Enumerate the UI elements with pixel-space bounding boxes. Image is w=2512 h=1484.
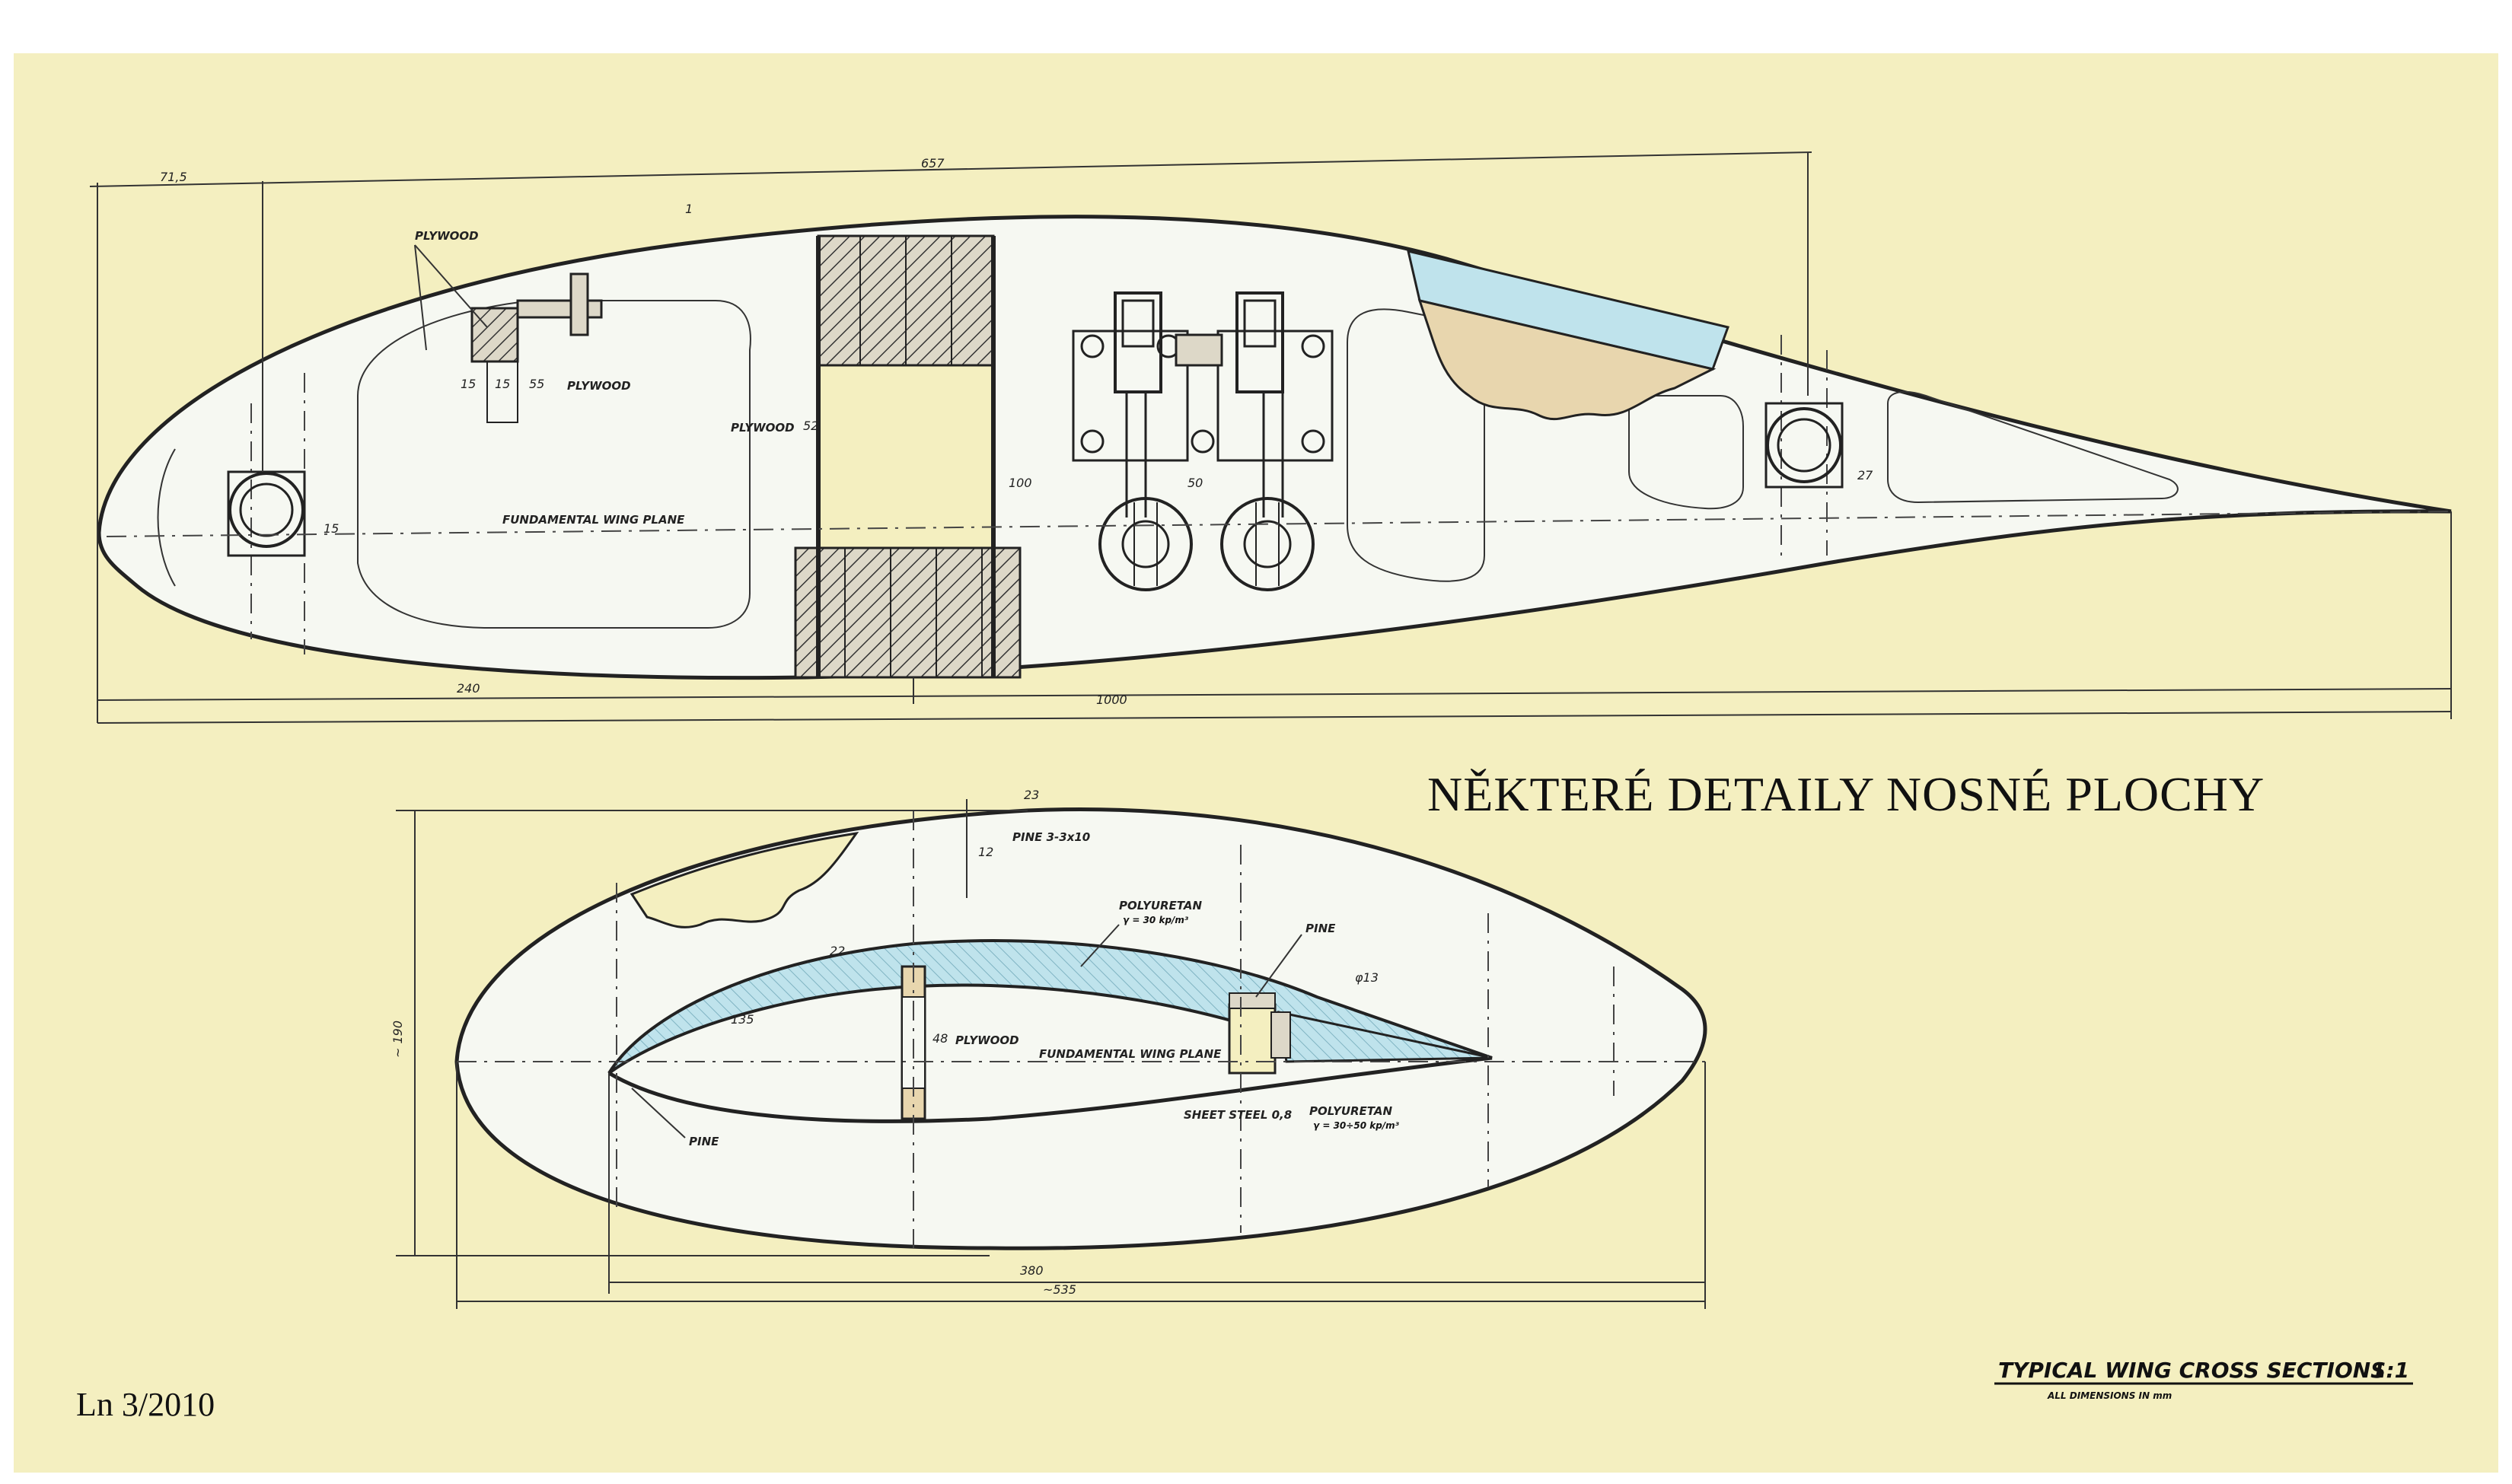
lightening-hole-right [1628, 395, 1744, 510]
dim-71-5: 71,5 [160, 170, 187, 184]
caption-block: TYPICAL WING CROSS SECTIONS 1:1 ALL DIME… [1994, 1358, 2413, 1401]
wing-fitting-left [1072, 291, 1193, 591]
dim-657: 657 [921, 156, 945, 170]
inner-foam-band [607, 939, 1493, 1075]
label-plywood-spar: PLYWOOD [731, 421, 795, 435]
dim-190: ~ 190 [391, 1021, 405, 1058]
dim-27: 27 [1857, 468, 1873, 482]
dim-22: 22 [830, 944, 845, 958]
dim-12: 12 [978, 845, 993, 859]
dim-phi13: φ13 [1355, 970, 1379, 985]
lightening-hole-left [357, 300, 751, 629]
label-pine-top: PINE 3-3x10 [1012, 830, 1090, 844]
upper-wing-section: 71,5 657 1 240 1000 15 50 100 27 52 15 1… [89, 151, 2452, 724]
dim-52: 52 [803, 419, 818, 433]
label-polyuretan-top-sub: γ = 30 kp/m³ [1123, 915, 1189, 925]
signature: Ln 3/2010 [76, 1386, 215, 1423]
dim-55: 55 [529, 377, 544, 391]
upper-dimensions [89, 151, 2452, 724]
caption-sub: ALL DIMENSIONS IN mm [2047, 1390, 2172, 1401]
label-plywood-top: PLYWOOD [415, 229, 479, 243]
upper-airfoil-outline [97, 215, 2452, 680]
label-pine-left: PINE [689, 1135, 719, 1148]
dim-135: 135 [731, 1012, 754, 1027]
dim-380: 380 [1020, 1263, 1044, 1278]
label-fundamental-lower: FUNDAMENTAL WING PLANE [1039, 1047, 1222, 1061]
caption-scale: 1:1 [2371, 1358, 2409, 1383]
dim-15b: 15 [461, 377, 476, 391]
skin-cutaway [1406, 249, 1729, 421]
caption-main: TYPICAL WING CROSS SECTIONS [1998, 1358, 2386, 1383]
lower-wing-section: 23 22 135 ~ 190 380 ~535 12 φ13 48 PINE … [391, 788, 1707, 1309]
main-spar [794, 234, 1022, 679]
label-fundamental-upper: FUNDAMENTAL WING PLANE [502, 513, 685, 527]
bushing-left [227, 470, 306, 557]
dim-1: 1 [685, 202, 693, 216]
lower-dimensions [396, 799, 1706, 1309]
dim-15: 15 [324, 521, 339, 536]
label-sheet-steel: SHEET STEEL 0,8 [1184, 1108, 1292, 1122]
dim-48: 48 [932, 1031, 948, 1046]
wing-fitting-right [1175, 291, 1334, 591]
inner-airfoil-lower [607, 1056, 1493, 1123]
leading-edge-cap [157, 448, 176, 587]
sheet-title: NĚKTERÉ DETAILY NOSNÉ PLOCHY [1427, 767, 2265, 821]
label-polyuretan-bottom-sub: γ = 30÷50 kp/m³ [1313, 1120, 1400, 1131]
label-plywood-mid: PLYWOOD [567, 379, 631, 393]
dim-50: 50 [1187, 476, 1203, 490]
label-polyuretan-bottom: POLYURETAN [1309, 1104, 1392, 1118]
lower-outer-outline [454, 807, 1707, 1250]
bushing-right [1764, 402, 1844, 489]
label-polyuretan-top: POLYURETAN [1119, 899, 1202, 912]
dim-100: 100 [1009, 476, 1032, 490]
lower-rear-spar [1228, 1003, 1277, 1075]
dim-1000: 1000 [1096, 693, 1127, 707]
trailing-hole [1887, 390, 2179, 504]
dim-23: 23 [1024, 788, 1039, 802]
lightening-hole-mid [1347, 308, 1485, 582]
plywood-fitting [470, 272, 603, 423]
label-pine-right: PINE [1305, 922, 1336, 935]
dim-240: 240 [457, 681, 480, 696]
label-plywood-lower: PLYWOOD [955, 1033, 1019, 1047]
dim-535: ~535 [1043, 1282, 1076, 1297]
dim-15c: 15 [495, 377, 510, 391]
lower-skin-cutaway [630, 831, 859, 928]
